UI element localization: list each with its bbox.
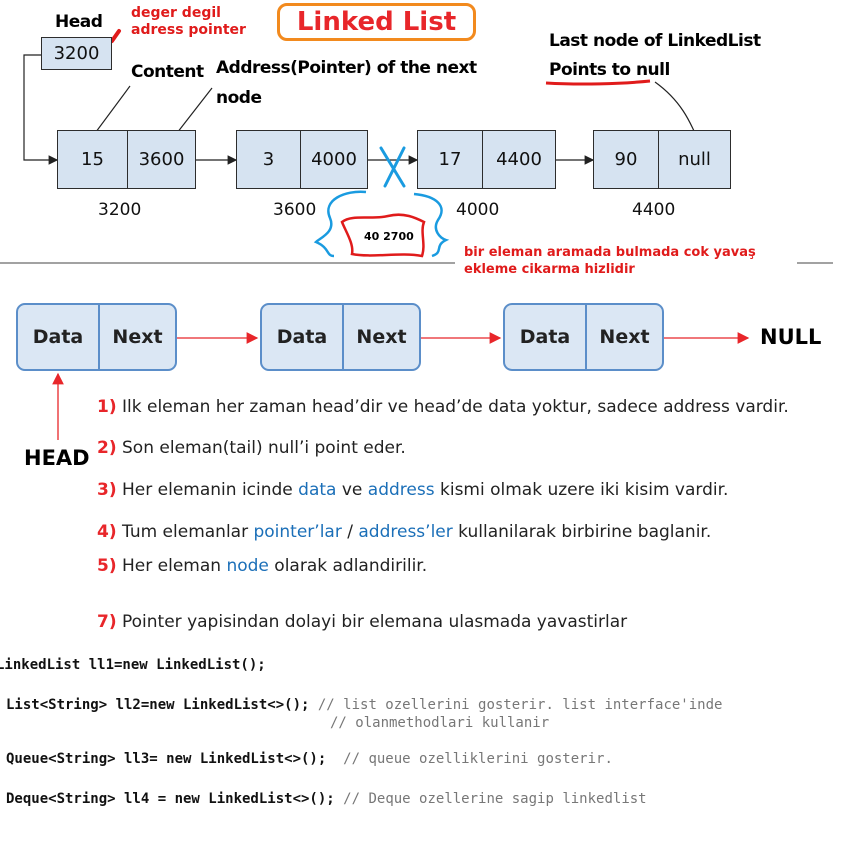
node-pointer: null xyxy=(678,149,711,170)
bottom-diagram-connectors xyxy=(52,332,750,440)
data-node-1: Data Next xyxy=(16,303,177,371)
node-divider xyxy=(300,131,301,188)
rules-list: 1) Ilk eleman her zaman head’dir ve head… xyxy=(97,0,837,650)
rule-number: 1) xyxy=(97,397,117,417)
rule-5: 5) Her eleman node olarak adlandirilir. xyxy=(97,556,427,576)
left-brace-scribble xyxy=(313,190,367,258)
node-pointer: 4400 xyxy=(496,149,542,170)
code-line-1: LinkedList ll1=new LinkedList(); xyxy=(0,657,266,673)
node-address: 3600 xyxy=(273,200,317,220)
null-label: NULL xyxy=(760,325,822,349)
head-to-first-arrow xyxy=(23,54,59,165)
rule-text: olarak adlandirilir. xyxy=(268,556,428,576)
code-statement: Queue<String> ll3= new LinkedList<>(); xyxy=(6,751,327,767)
inserted-node-scribble xyxy=(340,213,426,258)
null-underline-scribble xyxy=(545,79,651,86)
page-title: Linked List xyxy=(277,3,476,41)
next-cell: Next xyxy=(599,326,650,348)
data-node-3: Data Next xyxy=(503,303,664,371)
right-brace-scribble xyxy=(413,192,450,258)
node-address: 4000 xyxy=(456,200,500,220)
rule-highlight: pointer’lar xyxy=(253,522,342,542)
code-statement: List<String> ll2=new LinkedList<>(); xyxy=(6,697,310,713)
code-line-4: Deque<String> ll4 = new LinkedList<>(); … xyxy=(6,791,647,807)
rule-text: ve xyxy=(336,480,368,500)
code-line-2-continued: // olanmethodlari kullanir xyxy=(330,715,550,731)
node-pointer: 4000 xyxy=(311,149,357,170)
head-box: 3200 xyxy=(41,37,112,70)
rule-number: 5) xyxy=(97,556,117,576)
node-divider xyxy=(482,131,483,188)
head-label: Head xyxy=(55,12,103,32)
rule-number: 4) xyxy=(97,522,117,542)
rule-highlight: address’ler xyxy=(358,522,453,542)
rule-4: 4) Tum elemanlar pointer’lar / address’l… xyxy=(97,522,711,542)
rule-text: Her elemanin icinde xyxy=(116,480,299,500)
node-content: 3 xyxy=(262,149,275,170)
rule-number: 3) xyxy=(97,480,117,500)
data-cell: Data xyxy=(276,326,328,348)
data-cell: Data xyxy=(519,326,571,348)
search-note-line1: bir eleman aramada bulmada cok yavaş xyxy=(464,245,756,260)
rule-highlight: data xyxy=(298,480,337,500)
node-content: 15 xyxy=(81,149,104,170)
last-node-label-line2: Points to null xyxy=(549,60,670,80)
data-divider xyxy=(585,305,587,369)
code-comment: // queue ozelliklerini gosterir. xyxy=(343,751,613,767)
node-1: 15 3600 xyxy=(57,130,196,189)
code-line-3: Queue<String> ll3= new LinkedList<>(); /… xyxy=(6,751,613,767)
node-address: 4400 xyxy=(632,200,676,220)
rule-1: 1) Ilk eleman her zaman head’dir ve head… xyxy=(97,397,789,417)
rule-text: Ilk eleman her zaman head’dir ve head’de… xyxy=(116,397,789,417)
code-comment: // list ozellerini gosterir. list interf… xyxy=(317,697,723,713)
rule-highlight: node xyxy=(226,556,269,576)
rule-3: 3) Her elemanin icinde data ve address k… xyxy=(97,480,728,500)
rule-text: Her eleman xyxy=(116,556,227,576)
last-node-label-line1: Last node of LinkedList xyxy=(549,31,761,51)
address-label-line1: Address(Pointer) of the next xyxy=(216,58,477,78)
node-4: 90 null xyxy=(593,130,731,189)
rule-2: 2) Son eleman(tail) null’i point eder. xyxy=(97,438,406,458)
delete-x-scribble xyxy=(379,146,406,188)
head-label-bottom: HEAD xyxy=(24,446,90,470)
rule-text: Pointer yapisindan dolayi bir elemana ul… xyxy=(116,612,628,632)
inserted-node-note: 40 2700 xyxy=(364,230,414,243)
node-content: 17 xyxy=(438,149,462,170)
head-red-mark xyxy=(110,29,121,43)
content-label: Content xyxy=(131,62,204,82)
rule-number: 2) xyxy=(97,438,117,458)
head-note-line2: adress pointer xyxy=(131,22,246,38)
next-cell: Next xyxy=(112,326,163,348)
rule-number: 7) xyxy=(97,612,117,632)
rule-text: / xyxy=(341,522,359,542)
node-2: 3 4000 xyxy=(236,130,368,189)
node-3: 17 4400 xyxy=(417,130,556,189)
head-note-line1: deger degil xyxy=(131,5,221,21)
node-divider xyxy=(658,131,659,188)
rule-highlight: address xyxy=(367,480,435,500)
next-cell: Next xyxy=(356,326,407,348)
node-content: 90 xyxy=(614,149,638,170)
node-pointer: 3600 xyxy=(138,149,185,170)
data-divider xyxy=(342,305,344,369)
rule-text: kismi olmak uzere iki kisim vardir. xyxy=(434,480,729,500)
code-statement: Deque<String> ll4 = new LinkedList<>(); xyxy=(6,791,335,807)
search-note-line2: ekleme cikarma hizlidir xyxy=(464,262,635,277)
address-label-line2: node xyxy=(216,88,262,108)
rule-text: Tum elemanlar xyxy=(116,522,254,542)
data-node-2: Data Next xyxy=(260,303,421,371)
node-address: 3200 xyxy=(98,200,142,220)
code-line-2: List<String> ll2=new LinkedList<>(); // … xyxy=(6,697,722,713)
rule-text: Son eleman(tail) null’i point eder. xyxy=(116,438,406,458)
code-comment: // Deque ozellerine sagip linkedlist xyxy=(343,791,647,807)
rule-7: 7) Pointer yapisindan dolayi bir elemana… xyxy=(97,612,627,632)
data-divider xyxy=(98,305,100,369)
head-value: 3200 xyxy=(53,43,100,64)
rule-text: kullanilarak birbirine baglanir. xyxy=(452,522,712,542)
node-divider xyxy=(127,131,128,188)
data-cell: Data xyxy=(32,326,84,348)
